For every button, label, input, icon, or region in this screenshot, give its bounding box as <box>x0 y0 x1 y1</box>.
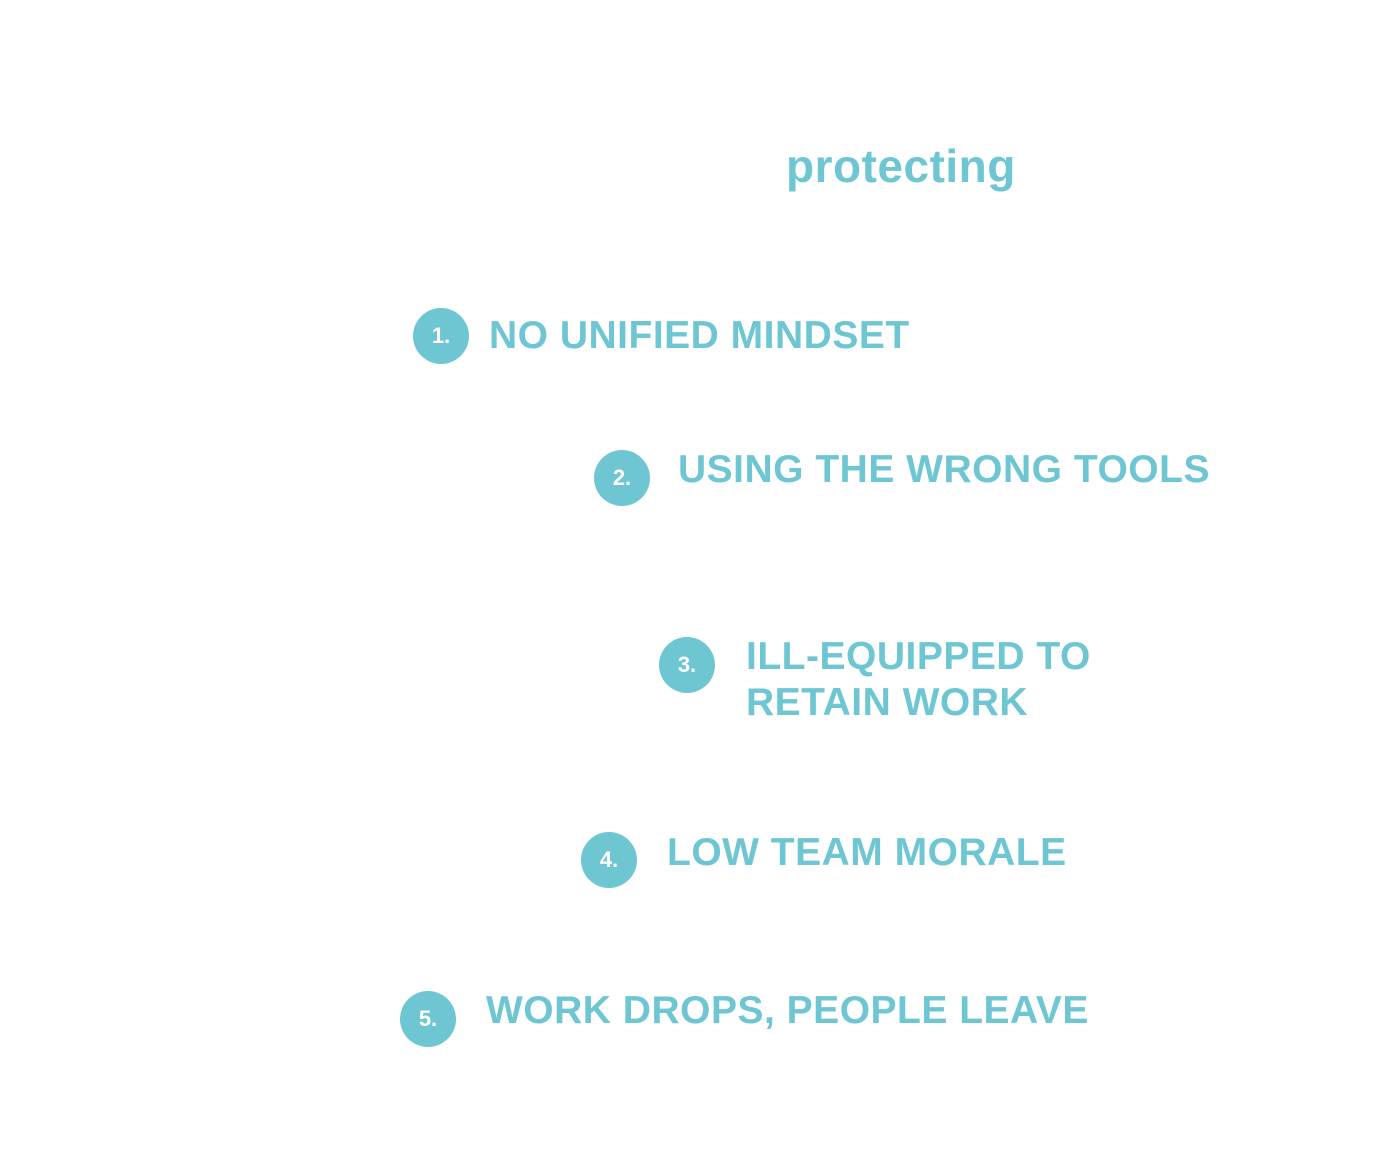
headline: protecting <box>786 140 1016 192</box>
number-badge: 4. <box>581 832 637 888</box>
list-item: 1. NO UNIFIED MINDSET <box>413 308 910 364</box>
number-badge: 3. <box>659 637 715 693</box>
list-item: 3. ILL-EQUIPPED TO RETAIN WORK <box>659 634 1091 726</box>
list-item: 4. LOW TEAM MORALE <box>581 830 1067 888</box>
item-label-line: WORK DROPS, PEOPLE LEAVE <box>486 989 1089 1032</box>
item-label: LOW TEAM MORALE <box>667 830 1067 876</box>
item-label-line: NO UNIFIED MINDSET <box>489 314 910 357</box>
item-label-line: RETAIN WORK <box>746 681 1029 724</box>
list-item: 2. USING THE WRONG TOOLS <box>594 447 1210 506</box>
item-label: ILL-EQUIPPED TO RETAIN WORK <box>746 634 1091 726</box>
item-label-line: LOW TEAM MORALE <box>667 831 1067 874</box>
number-badge: 1. <box>413 308 469 364</box>
item-label-line: USING THE WRONG TOOLS <box>678 448 1210 491</box>
item-label: USING THE WRONG TOOLS <box>678 447 1210 493</box>
number-badge: 2. <box>594 450 650 506</box>
item-label-line: ILL-EQUIPPED TO <box>746 635 1091 678</box>
item-label: NO UNIFIED MINDSET <box>489 313 910 359</box>
list-item: 5. WORK DROPS, PEOPLE LEAVE <box>400 988 1089 1047</box>
number-badge: 5. <box>400 991 456 1047</box>
item-label: WORK DROPS, PEOPLE LEAVE <box>486 988 1089 1034</box>
